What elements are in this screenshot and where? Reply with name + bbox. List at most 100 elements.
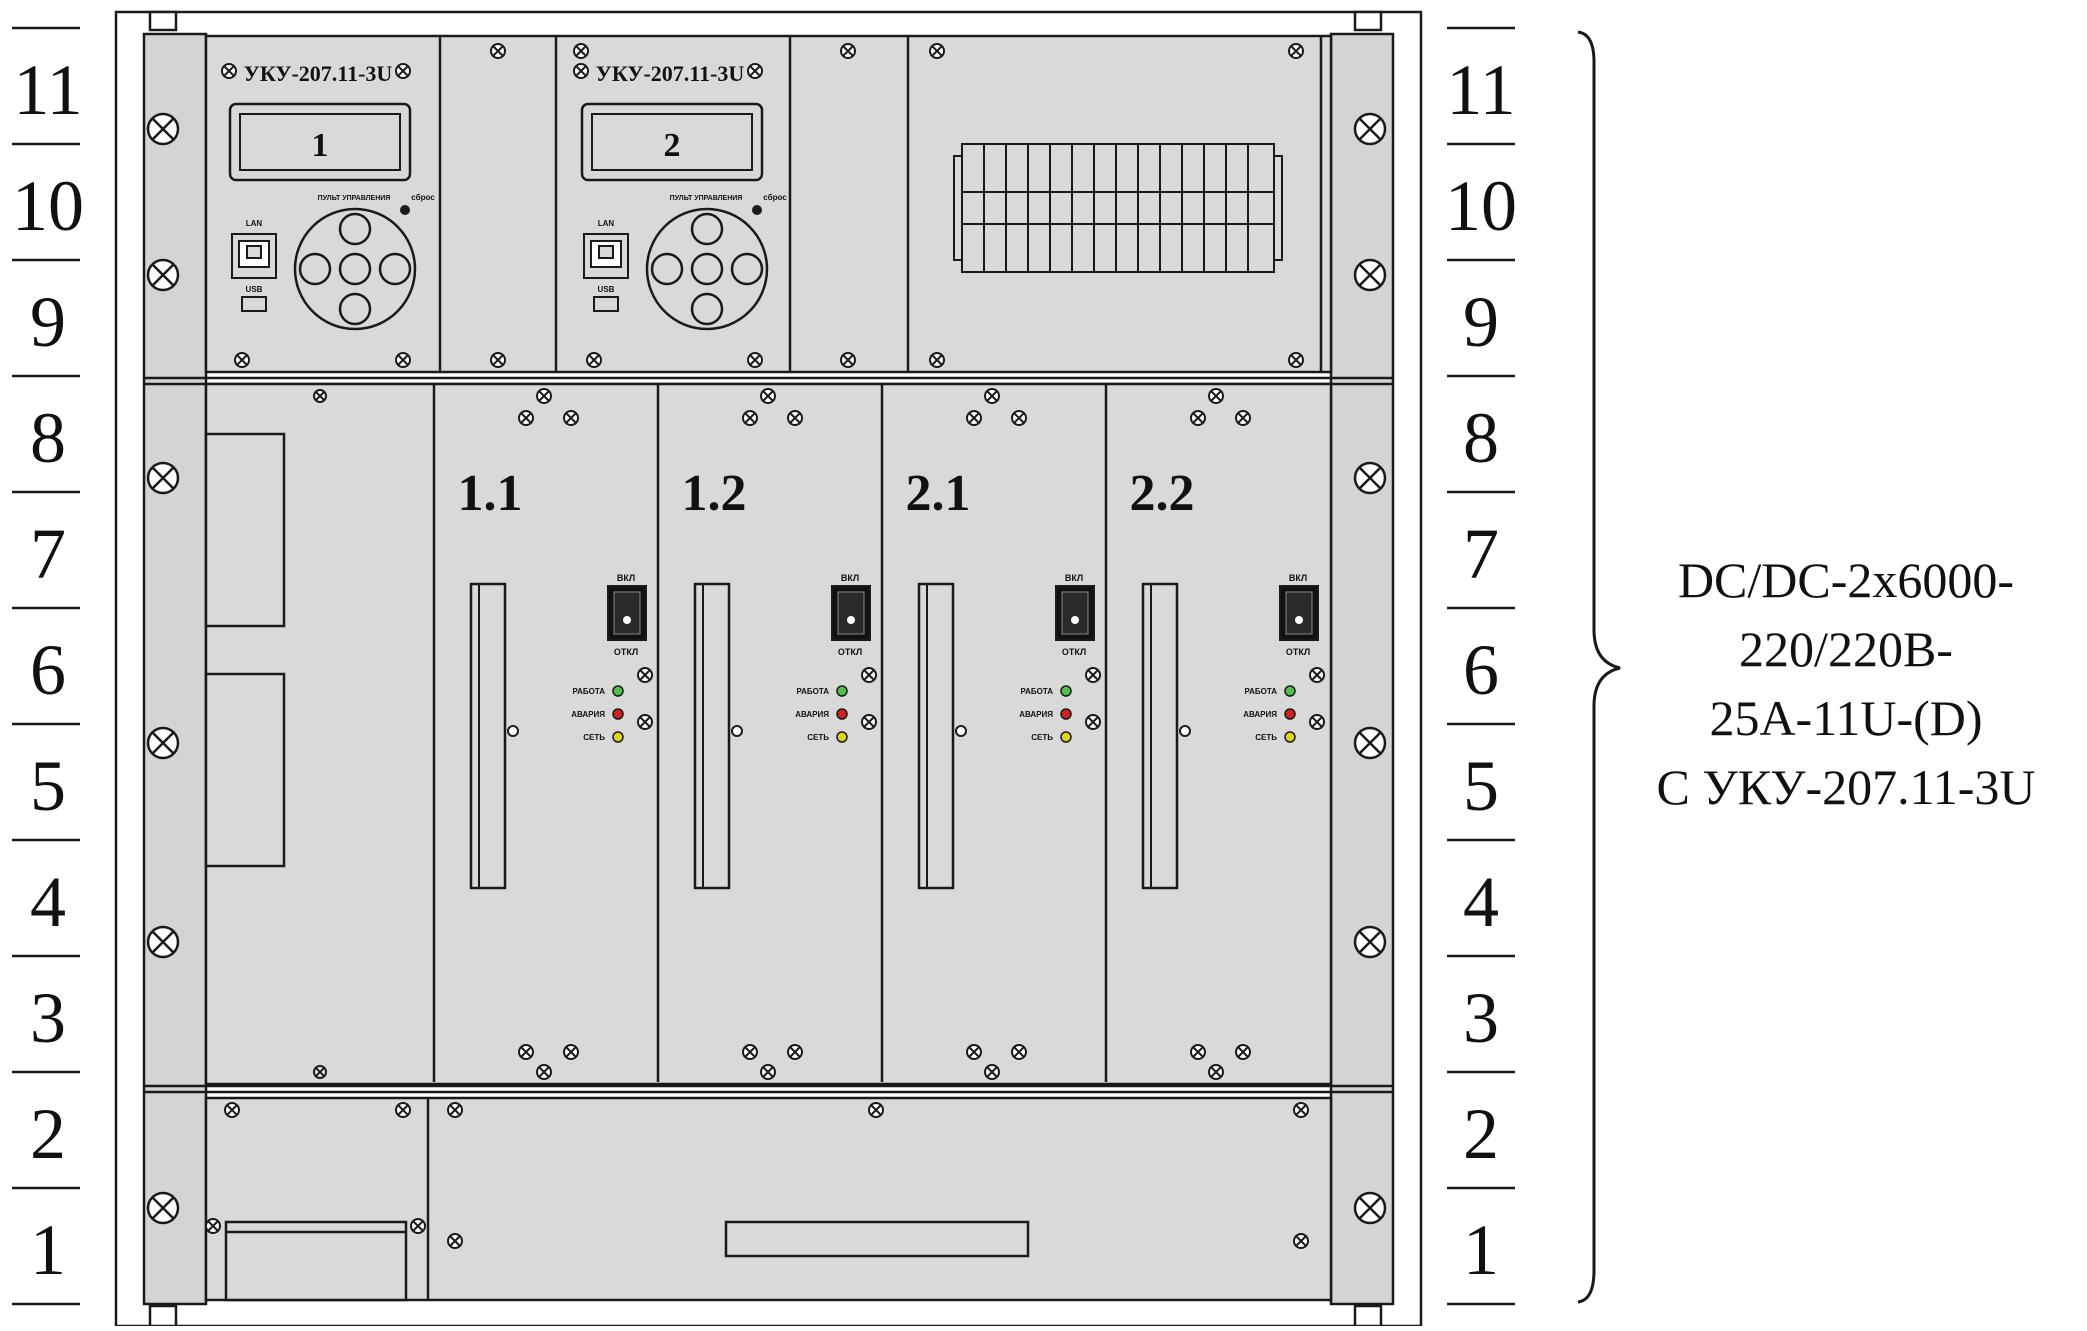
usb-label: USB [598, 285, 615, 294]
screw-icon [966, 1044, 982, 1060]
controller-unit-1: УКУ-207.11-3U 1 LAN USB ПУЛЬТ УПРАВЛЕНИЯ… [228, 61, 435, 331]
module-number: 2.2 [1130, 465, 1195, 522]
screw-icon [536, 388, 552, 404]
screw-icon [536, 1064, 552, 1080]
screw-icon [447, 1102, 463, 1118]
led-net-icon [836, 731, 848, 743]
bottom-shelf [204, 1096, 1333, 1302]
screw-icon [205, 1218, 221, 1234]
rail-screw-icon [1353, 112, 1387, 146]
led-work-icon [1060, 685, 1072, 697]
power-switch-icon[interactable] [607, 585, 647, 641]
screw-icon [1309, 667, 1325, 683]
caption-line: 25А-11U-(D) [1709, 690, 1982, 746]
switch-on-label: ВКЛ [617, 573, 635, 583]
reset-label: сброс [763, 193, 787, 202]
unit-label-left: 3 [30, 978, 66, 1058]
module-handle[interactable] [1141, 582, 1179, 890]
keypad-icon[interactable] [293, 207, 417, 331]
power-switch-icon[interactable] [831, 585, 871, 641]
reset-label: сброс [411, 193, 435, 202]
led-net-label: СЕТЬ [1031, 733, 1053, 742]
unit-label-left: 10 [12, 166, 84, 246]
screw-icon [221, 63, 237, 79]
module-number: 1.1 [458, 465, 523, 522]
screw-icon [313, 1065, 327, 1079]
keypad-icon[interactable] [645, 207, 769, 331]
switch-off-label: ОТКЛ [838, 647, 862, 657]
switch-on-label: ВКЛ [1289, 573, 1307, 583]
lan-label: LAN [598, 219, 615, 228]
unit-label-right: 1 [1463, 1210, 1499, 1290]
led-alarm-label: АВАРИЯ [1019, 710, 1053, 719]
rail-screw-icon [146, 726, 180, 760]
power-switch-icon[interactable] [1055, 585, 1095, 641]
screw-icon [984, 1064, 1000, 1080]
screw-icon [573, 43, 589, 59]
converter-module: 2.2 ВКЛ ОТКЛ РАБОТА АВАРИЯ СЕТЬ [1130, 388, 1325, 1080]
screw-icon [490, 43, 506, 59]
module-handle[interactable] [917, 582, 955, 890]
module-number: 2.1 [906, 465, 971, 522]
led-alarm-label: АВАРИЯ [795, 710, 829, 719]
converter-module: 1.2 ВКЛ ОТКЛ РАБОТА АВАРИЯ СЕТЬ [682, 388, 877, 1080]
led-work-icon [1284, 685, 1296, 697]
screw-icon [1190, 1044, 1206, 1060]
screw-icon [760, 388, 776, 404]
rail-screw-icon [146, 461, 180, 495]
screw-icon [747, 352, 763, 368]
led-work-icon [612, 685, 624, 697]
blank-panel-screws [313, 389, 327, 1079]
input-terminal-cover [224, 1220, 408, 1302]
screw-icon [518, 410, 534, 426]
power-switch-icon[interactable] [1279, 585, 1319, 641]
controller-model-label: УКУ-207.11-3U [596, 61, 745, 86]
lan-port-icon[interactable] [231, 233, 277, 279]
fan-grille-icon [953, 143, 1283, 273]
bottom-slot [724, 1220, 1030, 1258]
screw-icon [787, 410, 803, 426]
screw-icon [861, 714, 877, 730]
led-work-label: РАБОТА [1020, 687, 1053, 696]
rail-screw-icon [1353, 925, 1387, 959]
lan-port-icon[interactable] [583, 233, 629, 279]
screw-icon [410, 1218, 426, 1234]
reset-button-icon[interactable] [400, 205, 410, 215]
module-handle[interactable] [693, 582, 731, 890]
switch-on-label: ВКЛ [841, 573, 859, 583]
screw-icon [1011, 1044, 1027, 1060]
unit-label-left: 8 [30, 398, 66, 478]
reset-button-icon[interactable] [752, 205, 762, 215]
switch-off-label: ОТКЛ [1062, 647, 1086, 657]
screw-icon [966, 410, 982, 426]
rail-screw-icon [1353, 726, 1387, 760]
screw-icon [787, 1044, 803, 1060]
usb-port-icon[interactable] [241, 296, 267, 312]
screw-icon [1011, 410, 1027, 426]
module-handle[interactable] [469, 582, 507, 890]
screw-icon [1235, 1044, 1251, 1060]
unit-label-left: 5 [30, 746, 66, 826]
unit-label-right: 11 [1446, 50, 1515, 130]
screw-icon [234, 352, 250, 368]
screw-icon [1293, 1102, 1309, 1118]
screw-icon [760, 1064, 776, 1080]
screw-icon [929, 352, 945, 368]
unit-label-right: 3 [1463, 978, 1499, 1058]
unit-label-right: 9 [1463, 282, 1499, 362]
bottom-shelf-screws [205, 1102, 1309, 1249]
screw-icon [490, 352, 506, 368]
screw-icon [563, 1044, 579, 1060]
usb-port-icon[interactable] [593, 296, 619, 312]
unit-label-right: 4 [1463, 862, 1499, 942]
rail-screws [146, 112, 1387, 1225]
control-panel-label: ПУЛЬТ УПРАВЛЕНИЯ [318, 195, 391, 202]
screw-icon [1288, 43, 1304, 59]
switch-on-label: ВКЛ [1065, 573, 1083, 583]
screw-icon [224, 1102, 240, 1118]
screw-icon [1208, 388, 1224, 404]
screw-icon [861, 667, 877, 683]
led-work-icon [836, 685, 848, 697]
led-net-icon [1284, 731, 1296, 743]
